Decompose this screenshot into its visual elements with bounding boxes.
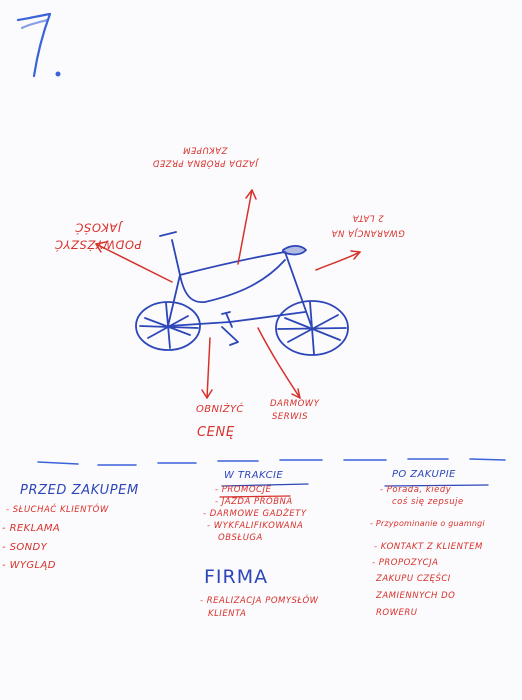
- label-free-service-line1: DARMOWY: [270, 399, 320, 409]
- title-underlines: [219, 483, 489, 498]
- during-item-free-gadgets: - DARMOWE GADŻETY: [203, 509, 307, 519]
- label-improve-quality: PODWYŻSZYĆ JAKOŚĆ: [54, 220, 142, 252]
- after-item-advice-line1: - Porada, kiedy: [380, 485, 452, 495]
- during-item-test-ride: - JAZDA PRÓBNA: [215, 497, 293, 507]
- after-item-proposal-line2: ZAKUPU CZĘŚCI: [376, 574, 451, 584]
- front-wheel: [275, 300, 349, 356]
- label-lower-price-line1: OBNIŻYĆ: [196, 404, 244, 415]
- bicycle-sketch: [135, 231, 349, 356]
- during-purchase-title: W TRAKCIE: [224, 470, 284, 481]
- label-free-service-line2: SERWIS: [272, 412, 308, 422]
- after-item-warranty-reminder: - Przypominanie o guamngi: [370, 519, 485, 528]
- section-divider: [37, 458, 506, 466]
- firm-item-realize-ideas-line2: KLIENTA: [208, 609, 247, 619]
- after-item-contact: - KONTAKT Z KLIENTEM: [374, 542, 483, 552]
- label-test-ride: JAZDA PRÓBNA PRZED ZAKUPEM: [152, 144, 258, 168]
- during-item-promotions: - PROMOCJE: [215, 485, 272, 495]
- during-item-service: OBSŁUGA: [218, 533, 263, 543]
- page-number-seven: [16, 12, 61, 78]
- label-warranty: GWARANCJA NA 2 LATA: [331, 212, 405, 238]
- before-item-surveys: - SONDY: [2, 542, 48, 553]
- after-purchase-title: PO ZAKUPIE: [392, 469, 456, 480]
- label-lower-price-line2: CENĘ: [197, 425, 235, 440]
- after-item-advice-line2: coś się zepsuje: [392, 497, 464, 507]
- after-item-proposal-line3: ZAMIENNYCH DO: [376, 591, 456, 601]
- firm-item-realize-ideas-line1: - REALIZACJA POMYSŁÓW: [200, 596, 319, 606]
- before-item-look: - WYGLĄD: [2, 560, 56, 571]
- firm-title: FIRMA: [204, 566, 269, 588]
- rear-wheel: [135, 301, 201, 351]
- arrows-from-bike: [95, 189, 361, 399]
- during-item-qualified: - WYKFALIFIKOWANA: [207, 521, 304, 531]
- before-item-listen: - SŁUCHAĆ KLIENTÓW: [6, 505, 109, 515]
- after-item-proposal-line4: ROWERU: [376, 608, 418, 618]
- before-item-ads: - REKLAMA: [2, 523, 61, 534]
- before-purchase-title: PRZED ZAKUPEM: [20, 483, 139, 498]
- after-item-proposal-line1: - PROPOZYCJA: [372, 558, 439, 568]
